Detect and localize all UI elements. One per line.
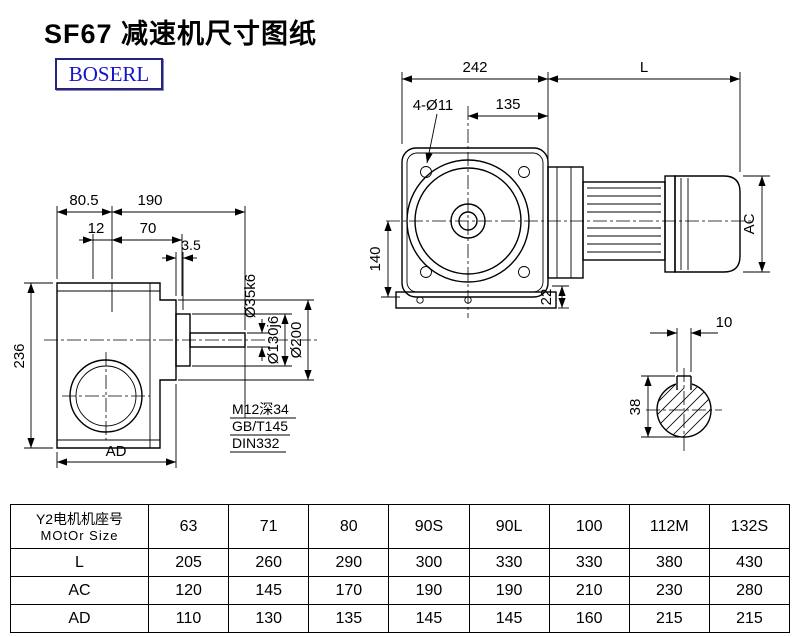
side-view-body [56, 282, 246, 449]
table-cell: 260 [228, 548, 310, 577]
dim-flange-dia-label: Ø200 [288, 322, 305, 359]
motor-size-header-en: MOtOr Size [40, 527, 119, 543]
table-cell: 300 [388, 548, 470, 577]
motor-size-header: Y2电机机座号 MOtOr Size [10, 504, 149, 549]
flange-holes-label: 4-Ø11 [413, 97, 454, 114]
dim-22-label: 22 [538, 289, 555, 306]
table-cell: 330 [548, 548, 630, 577]
table-row-AD: AD 110 130 135 145 145 160 215 215 [10, 604, 791, 633]
dim-3-5-label: 3.5 [181, 237, 201, 253]
technical-drawing: 242 L 135 4-Ø11 140 22 AC [11, 59, 770, 468]
table-cell: 135 [308, 604, 390, 633]
table-row-AC: AC 120 145 170 190 190 210 230 280 [10, 576, 791, 605]
table-cell: 63 [147, 504, 230, 549]
table-cell: 145 [468, 604, 550, 633]
side-view: 80.5 190 12 70 3.5 236 AD [11, 192, 318, 468]
note-tapped-hole: M12深34 [232, 401, 289, 417]
dim-key-width-label: 10 [716, 314, 733, 331]
table-cell: 280 [708, 576, 791, 605]
table-cell: 205 [147, 548, 230, 577]
table-cell: 132S [708, 504, 791, 549]
table-header-row: Y2电机机座号 MOtOr Size 63 71 80 90S 90L 100 … [10, 504, 791, 549]
table-cell: 190 [388, 576, 470, 605]
note-din-standard: DIN332 [232, 435, 280, 451]
dim-AC-label: AC [741, 213, 758, 234]
dim-AD-label: AD [106, 443, 127, 460]
motor-outline [547, 166, 741, 279]
dim-shaft-dia-label: Ø35k6 [242, 274, 259, 318]
dim-key-height-label: 38 [627, 399, 644, 416]
dim-80-5-label: 80.5 [69, 192, 98, 209]
table-cell: 110 [147, 604, 230, 633]
table-cell: 210 [548, 576, 630, 605]
table-cell: 230 [628, 576, 710, 605]
shaft-section-view: 10 38 [627, 314, 733, 452]
dim-236-label: 236 [11, 343, 28, 368]
dim-135-label: 135 [495, 96, 520, 113]
gearbox-housing [395, 147, 557, 309]
table-cell: 130 [228, 604, 310, 633]
table-cell: 112M [628, 504, 710, 549]
table-cell: 71 [228, 504, 310, 549]
row-label: AC [10, 576, 149, 605]
table-cell: 330 [468, 548, 550, 577]
table-cell: 215 [628, 604, 710, 633]
table-cell: 190 [468, 576, 550, 605]
row-label: AD [10, 604, 149, 633]
table-cell: 90S [388, 504, 470, 549]
dim-140-label: 140 [367, 246, 384, 271]
table-cell: 90L [468, 504, 550, 549]
note-gb-standard: GB/T145 [232, 418, 288, 434]
table-cell: 120 [147, 576, 230, 605]
table-cell: 290 [308, 548, 390, 577]
table-cell: 145 [388, 604, 470, 633]
table-cell: 170 [308, 576, 390, 605]
page-title: SF67 减速机尺寸图纸 [44, 19, 318, 49]
table-cell: 145 [228, 576, 310, 605]
table-cell: 215 [708, 604, 791, 633]
brand-logo-text: BOSERL [68, 61, 150, 86]
row-label: L [10, 548, 149, 577]
table-cell: 430 [708, 548, 791, 577]
table-cell: 160 [548, 604, 630, 633]
table-cell: 380 [628, 548, 710, 577]
side-view-dimensions: 80.5 190 12 70 3.5 236 AD [11, 192, 314, 468]
motor-size-header-cn: Y2电机机座号 [35, 510, 124, 527]
shaft-section-dimensions: 10 38 [627, 314, 733, 438]
table-cell: 80 [308, 504, 390, 549]
main-view: 242 L 135 4-Ø11 140 22 AC [367, 59, 770, 318]
brand-logo: BOSERL [55, 58, 163, 90]
table-cell: 100 [548, 504, 630, 549]
dim-12-label: 12 [88, 220, 105, 237]
dim-70-label: 70 [140, 220, 157, 237]
table-row-L: L 205 260 290 300 330 330 380 430 [10, 548, 791, 577]
motor-fins [587, 187, 661, 253]
dim-spigot-dia-label: Ø130j6 [265, 316, 282, 364]
dim-L-label: L [640, 59, 648, 76]
dim-242-label: 242 [462, 59, 487, 76]
dim-190-label: 190 [137, 192, 162, 209]
main-view-dimensions: 242 L 135 4-Ø11 140 22 AC [367, 59, 770, 309]
motor-size-table: Y2电机机座号 MOtOr Size 63 71 80 90S 90L 100 … [10, 504, 791, 633]
